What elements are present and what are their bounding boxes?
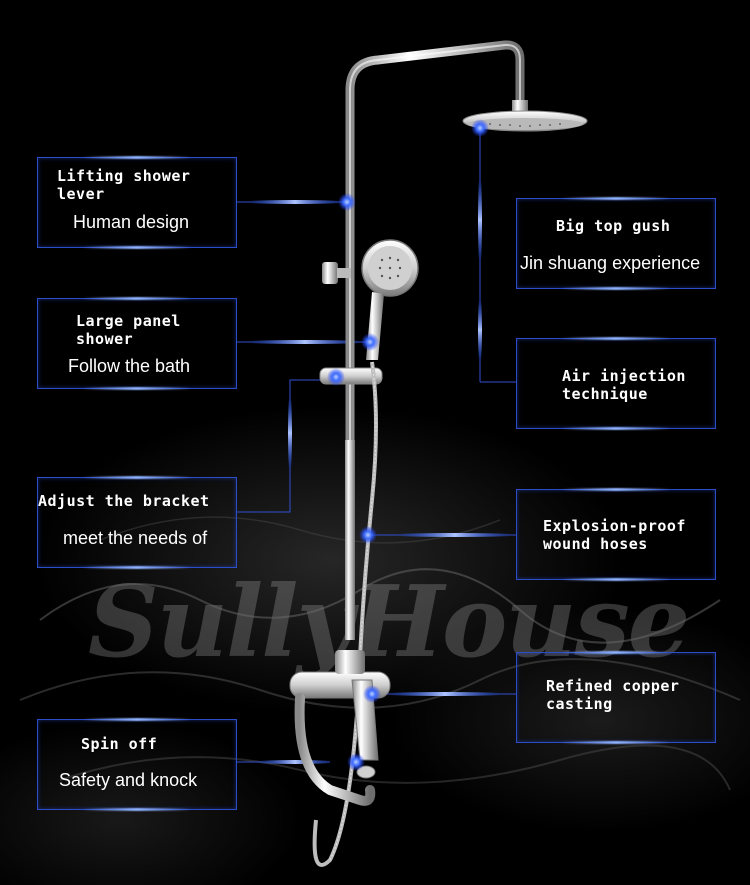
feature-box-large-panel [37, 298, 237, 389]
feature-title-copper-casting: Refined copper casting [546, 677, 680, 713]
feature-box-lifting-lever [37, 157, 237, 248]
shower-riser [345, 40, 525, 640]
feature-box-copper-casting [516, 652, 716, 743]
feature-subtitle-big-top-gush: Jin shuang experience [520, 253, 701, 273]
feature-subtitle-lifting-lever: Human design [73, 212, 190, 232]
feature-title-wound-hoses: Explosion-proof wound hoses [543, 517, 686, 553]
feature-title-big-top-gush: Big top gush [556, 217, 671, 235]
feature-subtitle-adjust-bracket: meet the needs of [63, 528, 208, 548]
feature-title-air-injection: Air injection technique [562, 367, 686, 403]
glow-dots [327, 119, 489, 771]
holder-clip [322, 262, 351, 284]
hand-shower-icon [361, 239, 419, 360]
feature-box-big-top-gush [516, 198, 716, 289]
feature-box-wound-hoses [516, 489, 716, 580]
feature-box-air-injection [516, 338, 716, 429]
feature-title-lifting-lever: Lifting shower lever [57, 167, 191, 203]
feature-subtitle-large-panel: Follow the bath [68, 356, 191, 376]
feature-title-large-panel: Large panel shower [76, 312, 181, 348]
feature-title-adjust-bracket: Adjust the bracket [38, 492, 210, 510]
feature-box-spin-off [37, 719, 237, 810]
feature-subtitle-spin-off: Safety and knock [59, 770, 198, 790]
glow-streaks [250, 180, 510, 764]
shower-head-icon [462, 100, 588, 132]
feature-box-adjust-bracket [37, 477, 237, 568]
feature-title-spin-off: Spin off [81, 735, 158, 753]
